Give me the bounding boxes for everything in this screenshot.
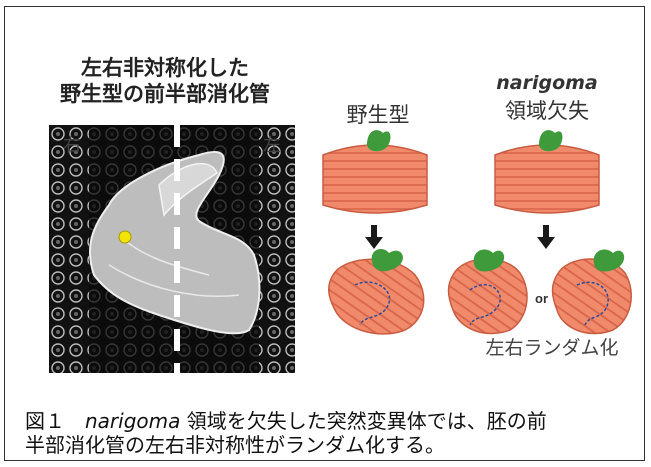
- caption-line1: 図１ narigoma 領域を欠失した突然変異体では、胚の前: [25, 409, 645, 433]
- randomized-label: 左右ランダム化: [467, 333, 637, 360]
- mutant-bottom-right-tissue: [553, 249, 632, 333]
- wildtype-arrow: [365, 225, 383, 249]
- wildtype-bottom-tissue: [329, 249, 424, 334]
- caption-line1-rest: 領域を欠失した突然変異体では、胚の前: [180, 409, 546, 433]
- side-label-left: 左: [263, 131, 281, 157]
- yellow-marker: [119, 231, 131, 243]
- left-panel-title-line1: 左右非対称化した: [45, 55, 285, 81]
- mutant-suffix: 領域欠失: [467, 97, 627, 125]
- mutant-top-tissue: [495, 130, 599, 213]
- mutant-gene-name: narigoma: [467, 69, 627, 97]
- figure-frame: 左右非対称化した 野生型の前半部消化管 右 左 野生型 narigoma 領域欠…: [4, 6, 645, 461]
- left-panel-title: 左右非対称化した 野生型の前半部消化管: [45, 55, 285, 107]
- caption-line2: 半部消化管の左右非対称性がランダム化する。: [25, 433, 645, 457]
- left-panel-title-line2: 野生型の前半部消化管: [45, 81, 285, 107]
- gut-micrograph: [49, 125, 295, 373]
- mutant-label: narigoma 領域欠失: [467, 69, 627, 125]
- caption-prefix: 図１: [25, 409, 85, 433]
- mutant-bottom-left-tissue: [449, 249, 528, 333]
- mutant-arrow: [537, 225, 555, 249]
- figure-caption: 図１ narigoma 領域を欠失した突然変異体では、胚の前 半部消化管の左右非…: [25, 409, 645, 457]
- caption-gene: narigoma: [85, 409, 180, 433]
- wildtype-top-tissue: [323, 130, 427, 213]
- or-text: or: [535, 291, 548, 306]
- side-label-right: 右: [63, 131, 81, 157]
